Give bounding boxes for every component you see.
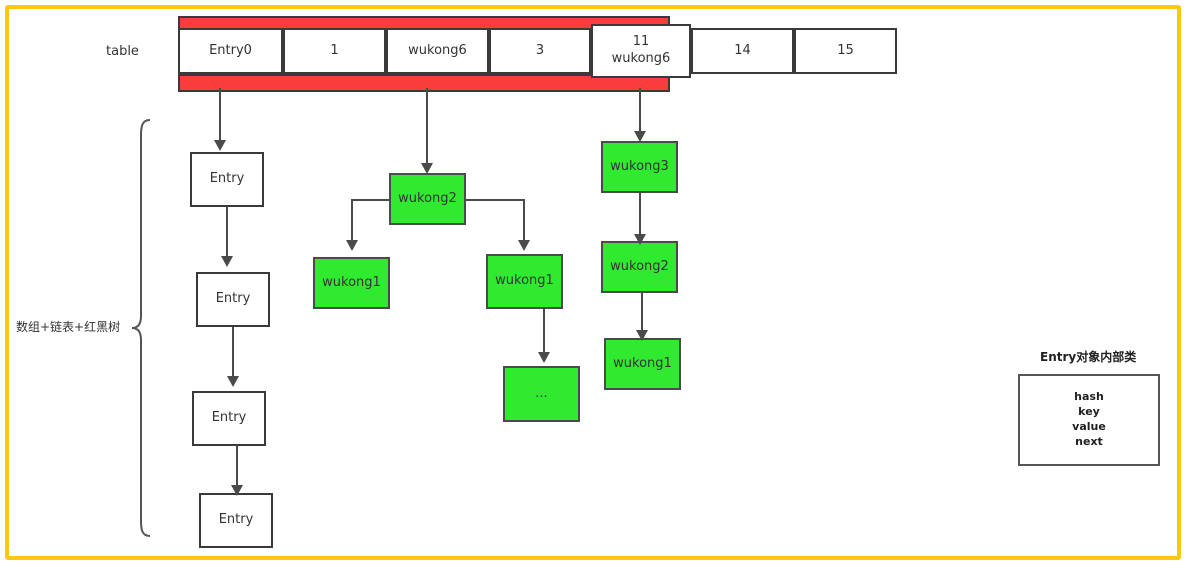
arrowhead-table2 <box>421 163 433 174</box>
entry-node-2-label: Entry <box>211 410 247 426</box>
tree-left-child-label: wukong1 <box>322 274 381 290</box>
entry-node-0[interactable]: Entry <box>190 152 264 207</box>
connector-wukong1-wukong2 <box>641 293 643 335</box>
tree-left-child-wukong1[interactable]: wukong1 <box>313 257 390 309</box>
wukong-node-2[interactable]: wukong1 <box>604 338 681 390</box>
connector-entry0-entry1 <box>226 207 228 261</box>
connector-table4-to-wukong3 <box>639 88 641 136</box>
connector-entry2-entry3 <box>236 446 238 490</box>
connector-root-right-v <box>523 199 525 244</box>
table-cell-0[interactable]: Entry0 <box>178 28 283 74</box>
tree-right-child-label: wukong1 <box>495 273 554 289</box>
table-cell-0-line-0: Entry0 <box>209 42 252 58</box>
table-cell-5-line-0: 14 <box>734 42 751 58</box>
scope-brace <box>131 119 151 537</box>
entry-node-1[interactable]: Entry <box>196 272 270 327</box>
connector-right-child-to-ellipsis <box>543 309 545 357</box>
wukong-node-1[interactable]: wukong2 <box>601 241 678 293</box>
wukong-node-0-label: wukong3 <box>610 158 669 174</box>
highlight-bar-bottom <box>178 74 670 92</box>
entry-field-value: value <box>1072 419 1106 433</box>
entry-node-3-label: Entry <box>218 512 254 528</box>
connector-root-left-h <box>351 199 391 201</box>
arrowhead-entry1-entry2 <box>227 376 239 387</box>
wukong-node-1-label: wukong2 <box>610 258 669 274</box>
arrowhead-ellipsis <box>538 352 550 363</box>
connector-table2-to-wukong2 <box>426 88 428 168</box>
arrowhead-entry2-entry3 <box>231 485 243 496</box>
tree-ellipsis-label: ... <box>535 385 548 401</box>
arrowhead-wukong1-wukong2 <box>636 330 648 341</box>
table-cell-3-line-0: 3 <box>535 42 545 58</box>
table-cell-3[interactable]: 3 <box>489 28 591 74</box>
connector-entry1-entry2 <box>232 327 234 381</box>
tree-ellipsis-node[interactable]: ... <box>503 366 580 422</box>
entry-node-2[interactable]: Entry <box>192 391 266 446</box>
table-cell-2-line-0: wukong6 <box>408 42 467 58</box>
entry-node-1-label: Entry <box>215 291 251 307</box>
arrowhead-tree-right <box>518 240 530 251</box>
tree-right-child-wukong1[interactable]: wukong1 <box>486 254 563 309</box>
connector-root-left-v <box>351 199 353 244</box>
arrowhead-wukong0-wukong1 <box>634 234 646 245</box>
entry-class-title: Entry对象内部类 <box>1040 350 1137 364</box>
wukong-node-0[interactable]: wukong3 <box>601 141 678 193</box>
arrowhead-entry0-entry1 <box>221 256 233 267</box>
wukong-node-2-label: wukong1 <box>613 355 672 371</box>
entry-class-box: hash key value next <box>1018 374 1160 466</box>
entry-node-3[interactable]: Entry <box>199 493 273 548</box>
table-cell-1[interactable]: 1 <box>283 28 386 74</box>
table-cell-4-line-1: wukong6 <box>611 51 671 66</box>
arrowhead-tree-left <box>346 240 358 251</box>
entry-field-hash: hash <box>1074 390 1104 403</box>
table-cell-4-line-0: 11 <box>632 34 650 50</box>
connector-root-right-h <box>464 199 524 201</box>
tree-root-wukong2[interactable]: wukong2 <box>389 173 466 225</box>
connector-wukong0-wukong1 <box>639 193 641 239</box>
entry-field-next: next <box>1075 434 1103 448</box>
table-cell-2[interactable]: wukong6 <box>386 28 489 74</box>
table-cell-6[interactable]: 15 <box>794 28 897 74</box>
arrowhead-table4 <box>634 131 646 142</box>
table-cell-5[interactable]: 14 <box>691 28 794 74</box>
table-cell-6-line-0: 15 <box>837 42 854 58</box>
brace-label: 数组+链表+红黑树 <box>16 320 121 334</box>
entry-field-key: key <box>1078 404 1100 418</box>
table-cell-4[interactable]: 11 wukong6 <box>591 24 691 78</box>
table-cell-1-line-0: 1 <box>330 42 339 58</box>
arrowhead-table0 <box>214 140 226 151</box>
table-label: table <box>106 44 139 59</box>
entry-node-0-label: Entry <box>209 171 245 187</box>
tree-root-label: wukong2 <box>398 190 457 206</box>
connector-table0-to-entry1 <box>219 88 221 143</box>
